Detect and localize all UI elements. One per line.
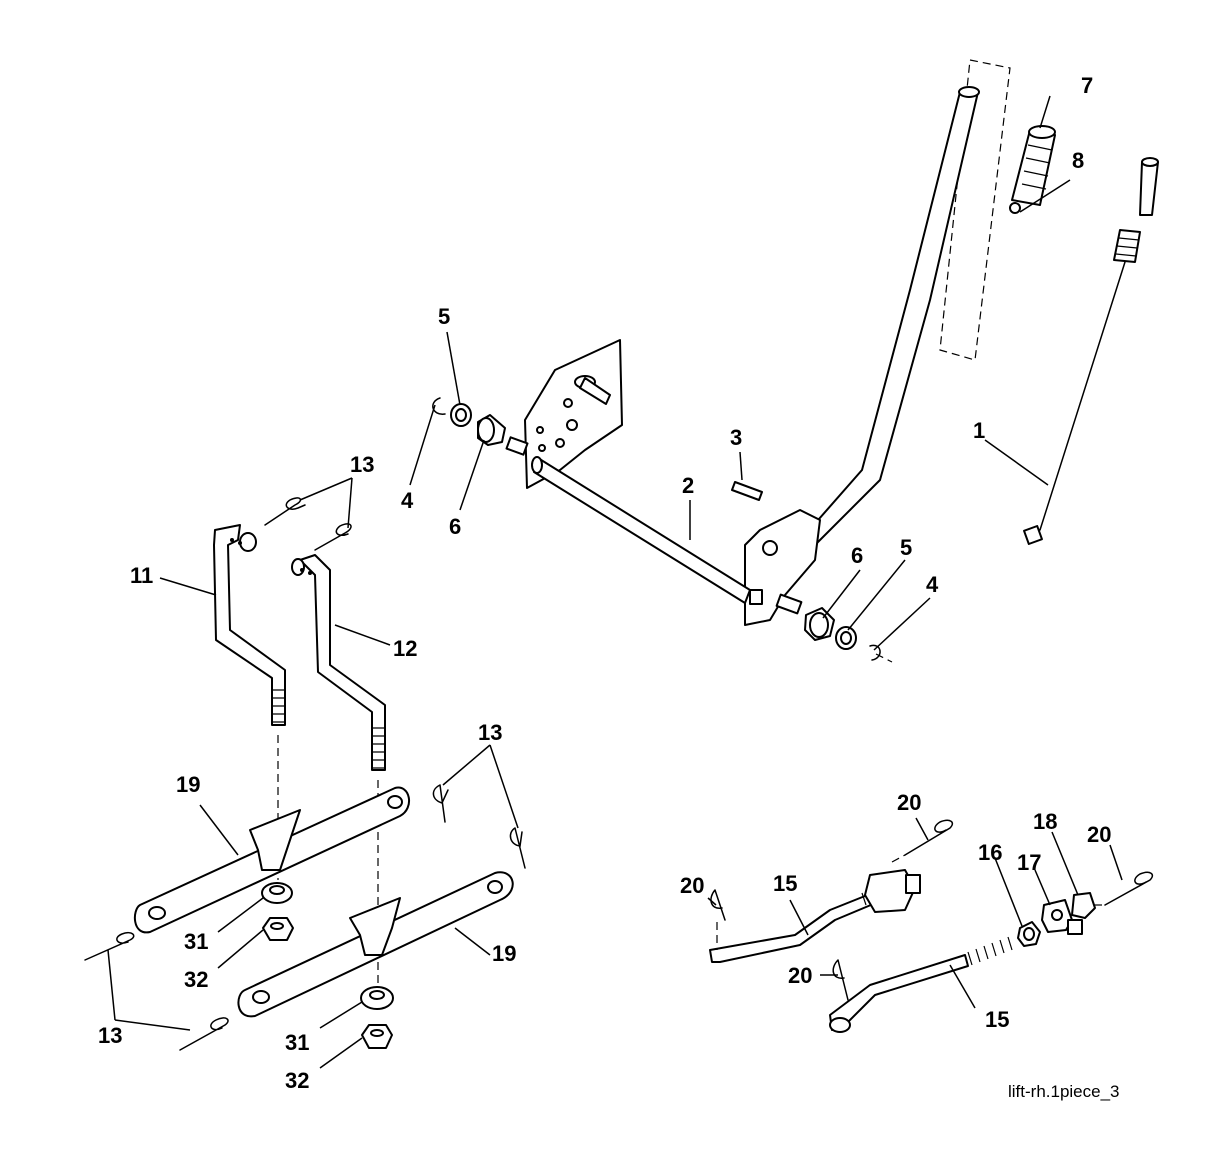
callout-6-left: 6: [449, 514, 461, 539]
roll-pin: [731, 481, 763, 501]
callout-18: 18: [1033, 809, 1057, 834]
callout-6-right: 6: [851, 543, 863, 568]
washer-nut-upper: [261, 882, 294, 941]
callout-7: 7: [1081, 73, 1093, 98]
callout-4-right: 4: [926, 572, 939, 597]
callout-19-upper: 19: [176, 772, 200, 797]
adjustment-rod-lower: [829, 936, 1013, 1033]
adjustment-hardware: [1017, 892, 1096, 947]
callout-20-mid: 20: [788, 963, 812, 988]
leader-lines: [107, 95, 1123, 1069]
callout-3: 3: [730, 425, 742, 450]
callout-20-right: 20: [1087, 822, 1111, 847]
callout-labels: 1 2 3 4 4 5 5 6 6 7 8 11 12 13 13 13 15 …: [98, 73, 1111, 1093]
handle-grip: [1009, 125, 1056, 214]
callout-12: 12: [393, 636, 417, 661]
pin-8: [1019, 179, 1071, 213]
callout-2: 2: [682, 473, 694, 498]
callout-5-right: 5: [900, 535, 912, 560]
callout-32-lower: 32: [285, 1068, 309, 1093]
callout-32-upper: 32: [184, 967, 208, 992]
callout-11: 11: [130, 563, 153, 588]
lift-cable: [1023, 157, 1159, 545]
lift-handle: [744, 59, 1011, 626]
clips-20: [710, 819, 1154, 1001]
callout-13-mid: 13: [478, 720, 502, 745]
lift-link-11: [213, 524, 286, 726]
lift-arm-lower: [237, 871, 514, 1018]
diagram-caption: lift-rh.1piece_3: [1008, 1082, 1120, 1101]
callout-17: 17: [1017, 850, 1041, 875]
lift-link-12: [291, 554, 386, 771]
hairpin-clips-13: [84, 497, 526, 1051]
washer-nut-lower: [360, 986, 394, 1049]
lift-arm-upper: [133, 786, 410, 934]
lift-shaft-assembly: [505, 339, 803, 615]
callout-31-lower: 31: [285, 1030, 309, 1055]
callout-13-bottom: 13: [98, 1023, 122, 1048]
callout-8: 8: [1072, 148, 1084, 173]
callout-13-top: 13: [350, 452, 374, 477]
callout-16: 16: [978, 840, 1002, 865]
right-shaft-hardware: [804, 607, 893, 663]
callout-31-upper: 31: [184, 929, 208, 954]
adjustment-rod-upper: [709, 869, 921, 963]
callout-19-lower: 19: [492, 941, 516, 966]
callout-15-upper: 15: [773, 871, 797, 896]
callout-1: 1: [973, 418, 985, 443]
left-shaft-hardware: [432, 397, 506, 446]
callout-20-top: 20: [897, 790, 921, 815]
callout-4-left: 4: [401, 488, 414, 513]
callout-15-lower: 15: [985, 1007, 1009, 1032]
callout-20-left: 20: [680, 873, 704, 898]
callout-5-left: 5: [438, 304, 450, 329]
